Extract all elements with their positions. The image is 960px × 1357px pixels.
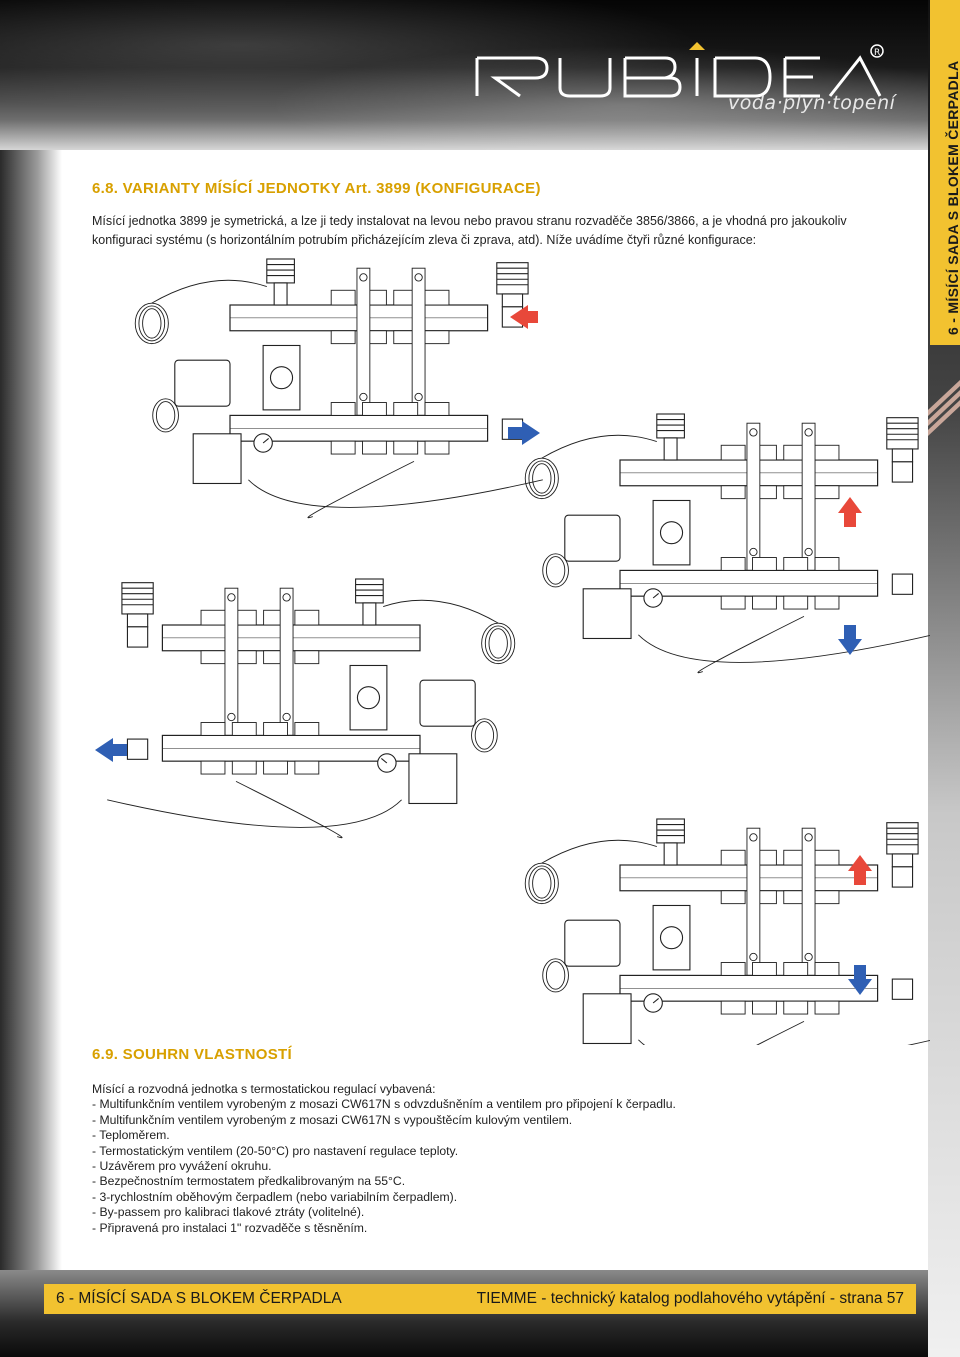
feature-item: - By-passem pro kalibraci tlakové ztráty… [92, 1205, 365, 1220]
footer-bar [44, 1284, 916, 1314]
header-background [0, 0, 960, 150]
left-edge-background [0, 150, 62, 1280]
feature-item: - Multifunkčním ventilem vyrobeným z mos… [92, 1097, 676, 1112]
feature-item: - Připravená pro instalaci 1" rozvaděče … [92, 1220, 368, 1235]
feature-item: - Uzávěrem pro vyvážení okruhu. [92, 1159, 272, 1174]
svg-text:R: R [874, 48, 880, 58]
features-list: Mísící a rozvodná jednotka s termostatic… [92, 1082, 902, 1236]
feature-item: - Termostatickým ventilem (20-50°C) pro … [92, 1143, 459, 1158]
side-tab-label: 6 - MÍSÍCÍ SADA S BLOKEM ČERPADLA [945, 60, 960, 335]
footer-page-info: TIEMME - technický katalog podlahového v… [476, 1290, 904, 1307]
feature-item: - 3-rychlostním oběhovým čerpadlem (nebo… [92, 1189, 458, 1204]
section-heading-configurations: 6.8. VARIANTY MÍSÍCÍ JEDNOTKY Art. 3899 … [92, 180, 541, 197]
side-tab [930, 0, 960, 345]
brand-logo: R [475, 42, 884, 98]
page-content-area [78, 150, 915, 1270]
section-heading-summary: 6.9. SOUHRN VLASTNOSTÍ [92, 1046, 292, 1063]
configuration-diagrams [95, 258, 930, 1045]
feature-item: - Multifunkčním ventilem vyrobeným z mos… [92, 1112, 573, 1127]
section-paragraph-configurations: Mísící jednotka 3899 je symetrická, a lz… [92, 214, 847, 247]
features-intro: Mísící a rozvodná jednotka s termostatic… [92, 1082, 436, 1096]
decorative-stripes [928, 380, 960, 436]
hot-arrows [510, 305, 872, 885]
feature-item: - Teploměrem. [92, 1128, 170, 1143]
feature-item: - Bezpečnostním termostatem předkalibrov… [92, 1174, 406, 1189]
brand-tagline: voda·plyn·topení [728, 92, 896, 114]
cold-arrows [95, 421, 872, 995]
footer-section-title: 6 - MÍSÍCÍ SADA S BLOKEM ČERPADLA [56, 1290, 342, 1307]
